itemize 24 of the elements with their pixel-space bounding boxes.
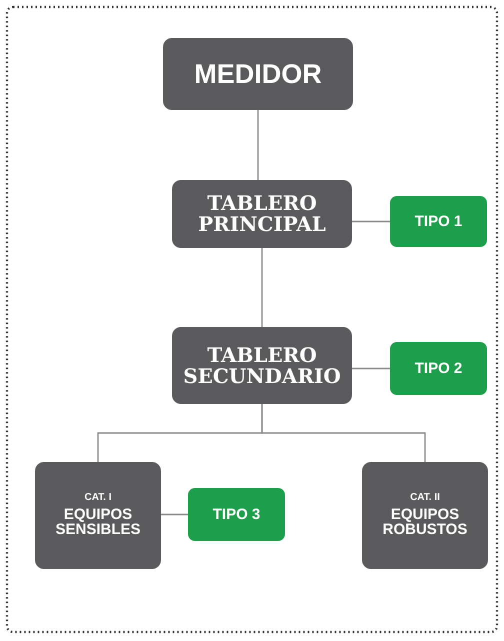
type-tag bbox=[390, 196, 487, 247]
node-title: MEDIDOR bbox=[194, 60, 322, 88]
connector-line bbox=[257, 110, 259, 180]
category-label: CAT. II bbox=[409, 493, 441, 504]
process-box bbox=[172, 180, 352, 248]
node-title: EQUIPOS SENSIBLES bbox=[54, 506, 142, 538]
node-title: TIPO 2 bbox=[414, 360, 462, 376]
type-tag bbox=[188, 488, 285, 541]
connector-line bbox=[261, 404, 426, 462]
connector-line bbox=[261, 248, 263, 327]
node-title: TABLERO PRINCIPAL bbox=[197, 193, 327, 235]
node-title: TABLERO SECUNDARIO bbox=[182, 344, 342, 386]
process-box bbox=[163, 38, 353, 110]
node-title: TIPO 1 bbox=[414, 214, 462, 230]
connector-line bbox=[161, 514, 188, 516]
equipment-box bbox=[35, 462, 161, 569]
node-title: TIPO 3 bbox=[212, 506, 260, 522]
connector-line bbox=[352, 220, 390, 222]
node-title: EQUIPOS ROBUSTOS bbox=[382, 506, 468, 538]
equipment-box bbox=[362, 462, 488, 569]
process-box bbox=[172, 327, 352, 404]
type-tag bbox=[390, 342, 487, 395]
category-label: CAT. I bbox=[83, 493, 113, 504]
connector-line bbox=[352, 368, 390, 370]
